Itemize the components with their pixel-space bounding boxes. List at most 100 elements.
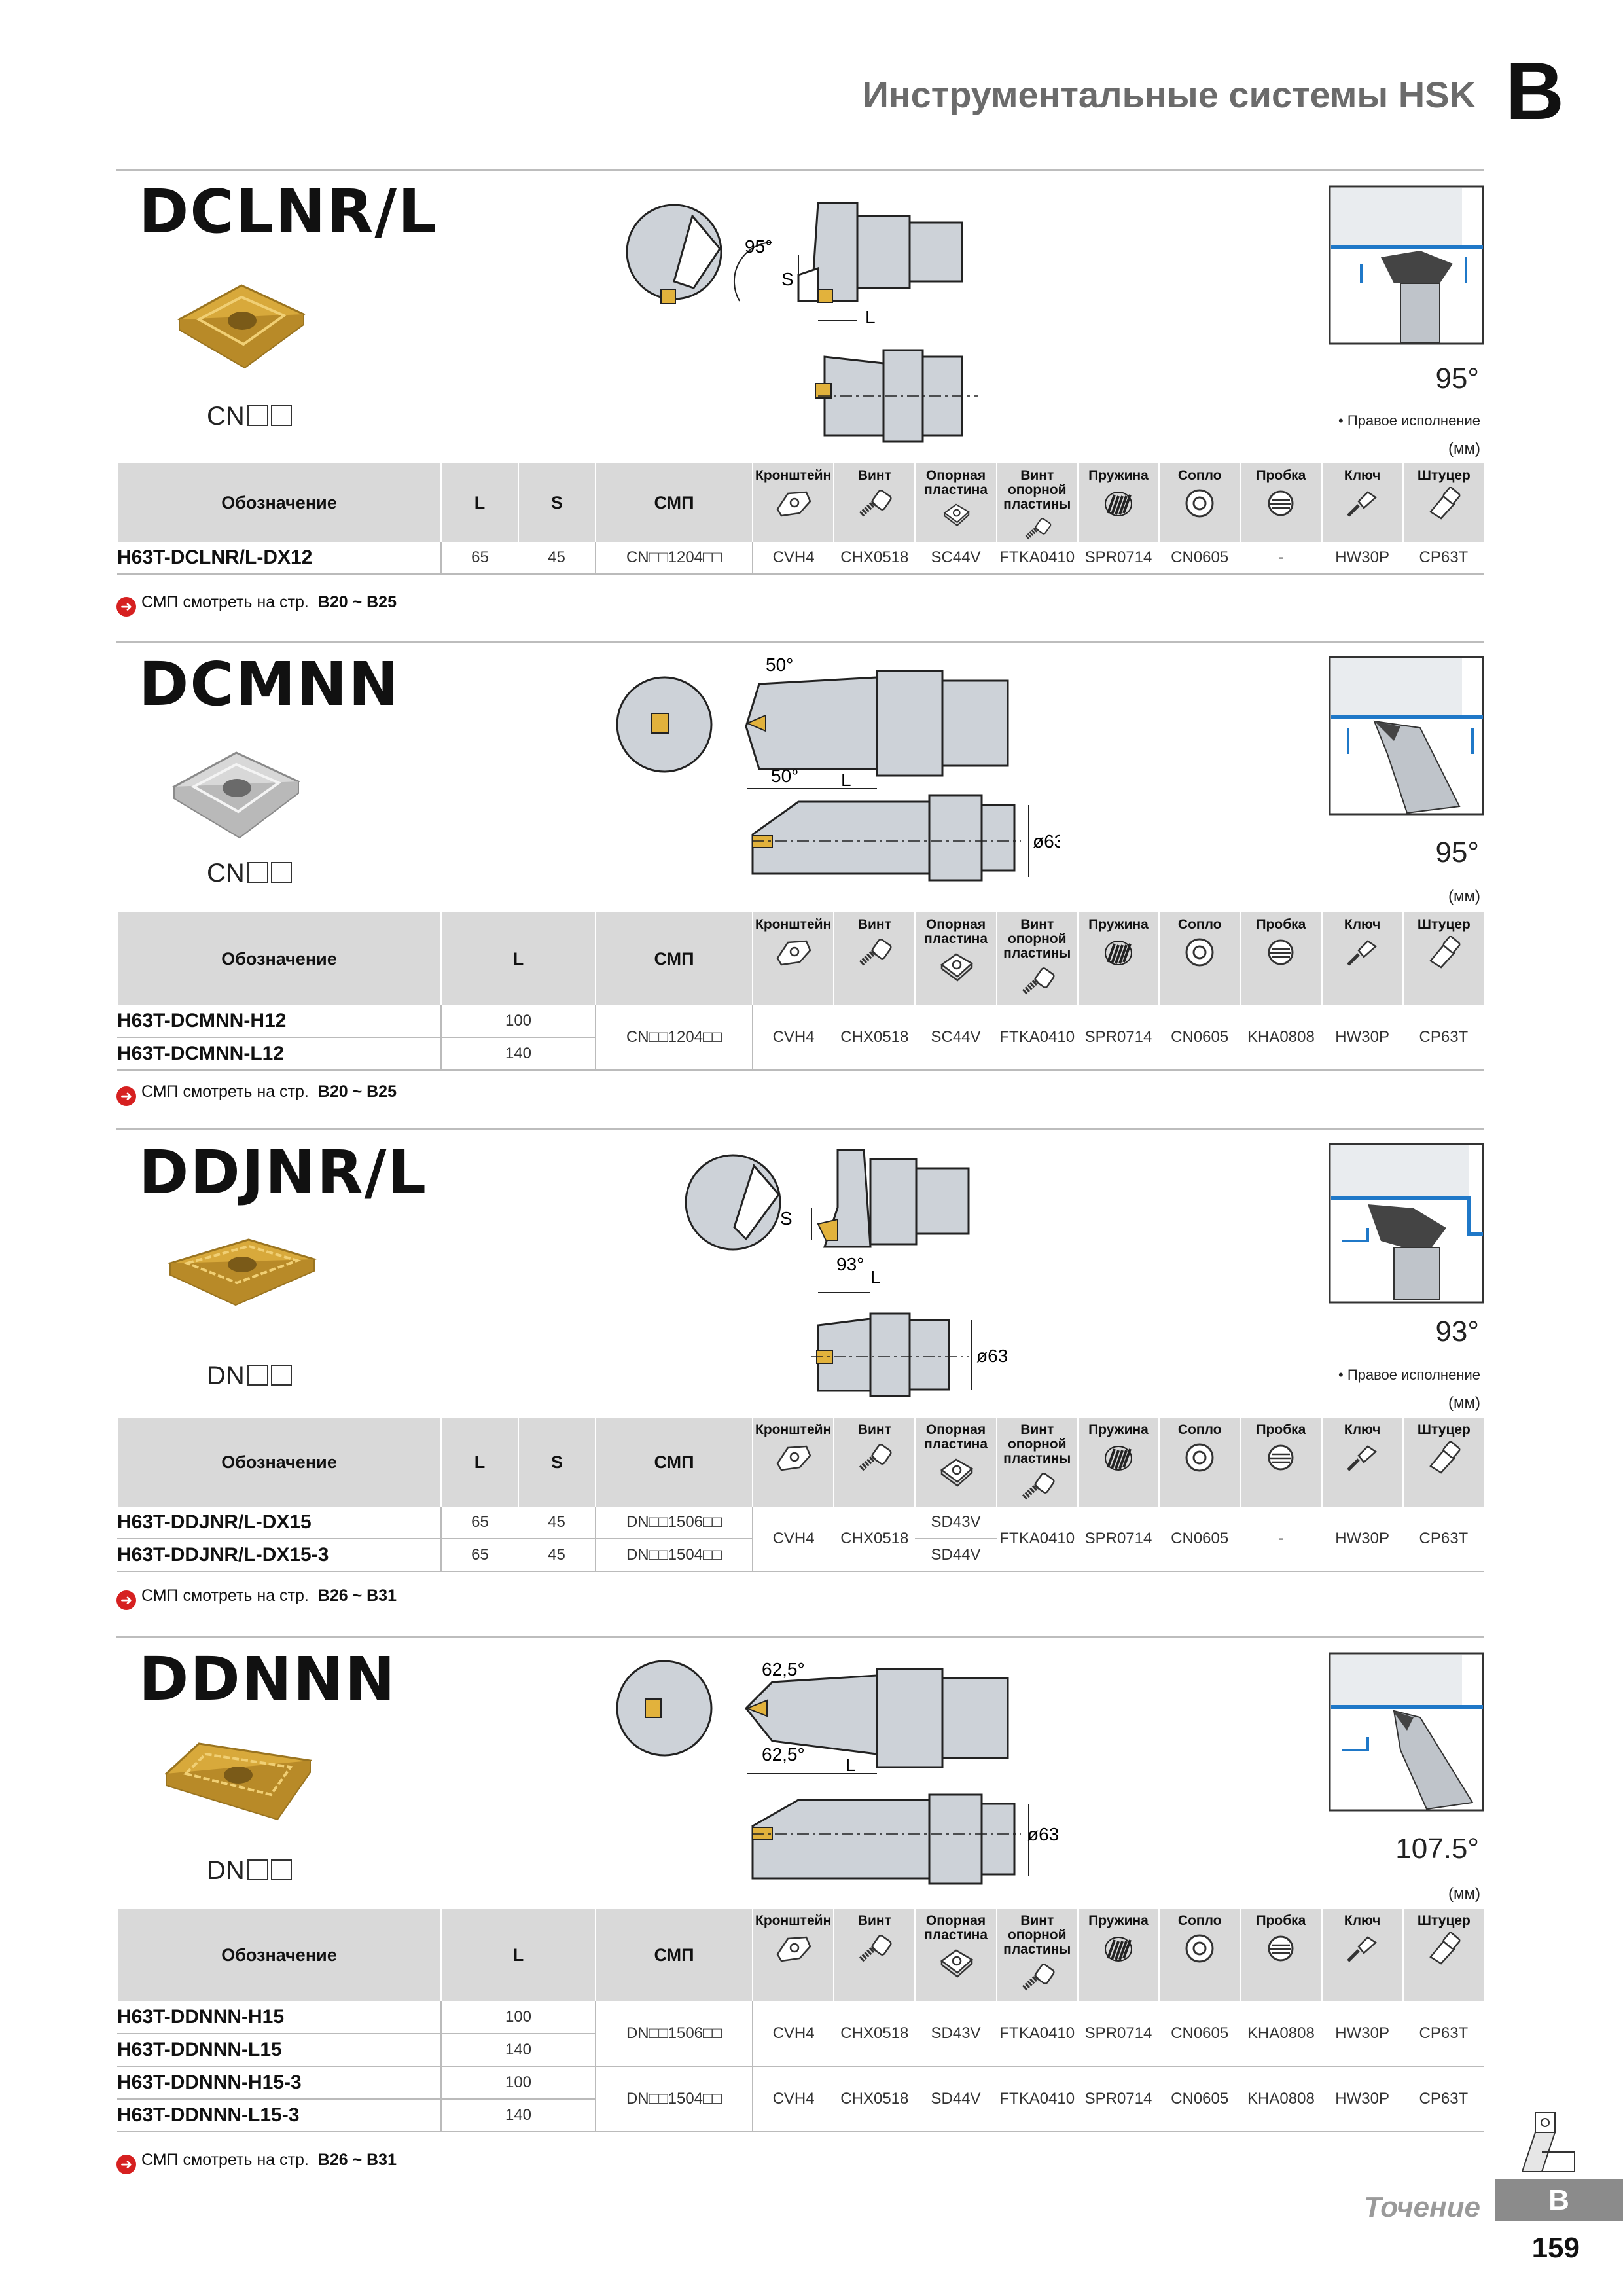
page-number: 159 [1531,2232,1580,2264]
dim-l: L [865,307,876,327]
shim-screw-icon [1018,1470,1057,1503]
col-fitting: Штуцер [1402,912,1484,1005]
page-header-title: Инструментальные системы HSK [862,74,1476,115]
product-code: DCLNR/L [139,177,438,247]
fitting-icon [1424,1932,1463,1965]
col-spring: Пружина [1077,1418,1160,1507]
insert-image [171,751,300,839]
col-plate-screw: Винт опорной пластины [995,1418,1078,1507]
shim-plate-icon [936,1456,976,1488]
col-spring: Пружина [1077,1909,1160,2001]
dim-l: L [846,1755,856,1775]
col-l: L [440,463,518,542]
col-screw: Винт [833,463,916,542]
screw-icon [855,1932,894,1965]
col-plate-screw: Винт опорной пластины [995,912,1078,1005]
dim-l: L [841,770,851,790]
key-icon [1343,1932,1382,1965]
approach-angle: 95° [1435,363,1479,395]
spec-table: Обозначение L S СМП Кронштейн Винт Опорн… [116,463,1484,575]
plug-icon [1261,1441,1300,1474]
insert-reference[interactable]: ➜СМП смотреть на стр. B26 ~ B31 [116,1587,397,1610]
unit-label: (мм) [1448,1885,1480,1903]
col-key: Ключ [1321,912,1403,1005]
col-smp: СМП [595,463,753,542]
key-icon [1343,1441,1382,1474]
insert-reference[interactable]: ➜СМП смотреть на стр. B20 ~ B25 [116,1083,397,1106]
key-icon [1343,936,1382,969]
insert-reference[interactable]: ➜СМП смотреть на стр. B20 ~ B25 [116,593,397,617]
right-version-note: • Правое исполнение [1338,1367,1480,1383]
spec-table: Обозначение L S СМП Кронштейн Винт Опорн… [116,1418,1484,1572]
insert-reference[interactable]: ➜СМП смотреть на стр. B26 ~ B31 [116,2151,397,2174]
machining-diagram [1329,656,1484,816]
spring-icon [1099,936,1138,969]
unit-label: (мм) [1448,440,1480,457]
diameter-label: ø63 [1033,831,1060,852]
arrow-right-icon: ➜ [116,1086,136,1106]
dim-angle: 95° [745,236,772,257]
col-l: L [440,912,596,1005]
arrow-right-icon: ➜ [116,2155,136,2174]
nozzle-icon [1180,1932,1219,1965]
col-nozzle: Сопло [1158,1909,1241,2001]
table-row: H63T-DCMNN-L12 140 [117,1037,1484,1071]
shim-screw-icon [1018,1961,1057,1994]
table-row: H63T-DCLNR/L-DX12 65 45 CN□□1204□□ CVH4 … [117,542,1484,575]
col-plate: Опорная пластина [914,912,997,1005]
col-plug: Пробка [1240,463,1322,542]
insert-image [164,1742,312,1821]
spec-table: Обозначение L СМП Кронштейн Винт Опорная… [116,1909,1484,2132]
table-row: H63T-DDNNN-H15-3 100 DN□□1504□□ CVH4 CHX… [117,2066,1484,2132]
col-designation: Обозначение [116,463,441,542]
spring-icon [1099,1932,1138,1965]
clamp-icon [774,1441,813,1474]
footer-section-name: Точение [1364,2191,1480,2223]
col-fitting: Штуцер [1402,1418,1484,1507]
footer-section-tab[interactable]: B [1495,2179,1623,2221]
dim-s: S [781,269,794,289]
insert-type-label: CN [207,859,292,888]
dim-angle-top: 50° [766,655,793,675]
tool-drawing: S 93° L ø63 [685,1149,1008,1397]
unit-label: (мм) [1448,1394,1480,1412]
approach-angle: 93° [1435,1316,1479,1348]
nozzle-icon [1180,936,1219,969]
clamp-icon [774,487,813,520]
approach-angle: 95° [1435,836,1479,869]
col-plug: Пробка [1240,1418,1322,1507]
shim-screw-icon [1018,965,1057,997]
dim-angle: 93° [836,1254,864,1274]
table-row: H63T-DDJNR/L-DX15 65 45 DN□□1506□□ CVH4 … [117,1507,1484,1572]
col-fitting: Штуцер [1402,463,1484,542]
col-plug: Пробка [1240,912,1322,1005]
tool-drawing: 50° 50° L ø63 [616,655,1060,882]
fitting-icon [1424,936,1463,969]
dim-l: L [870,1267,881,1287]
table-row: H63T-DDNNN-L15-3 140 [117,2099,1484,2132]
spring-icon [1099,487,1138,520]
approach-angle: 107.5° [1395,1833,1479,1865]
col-plate-screw: Винт опорной пластины [995,1909,1078,2001]
col-s: S [518,1418,596,1507]
nozzle-icon [1180,487,1219,520]
plug-icon [1261,487,1300,520]
section-divider [116,1636,1484,1638]
col-plate-screw: Винт опорной пластины [995,463,1078,542]
table-row: H63T-DDJNR/L-DX15-3 65 45 DN□□1504□□ SD4… [117,1539,1484,1572]
col-designation: Обозначение [116,912,441,1005]
col-key: Ключ [1321,1909,1403,2001]
diameter-label: ø63 [976,1346,1008,1366]
screw-icon [855,936,894,969]
col-key: Ключ [1321,463,1403,542]
machining-diagram [1329,185,1484,345]
plug-icon [1261,1932,1300,1965]
arrow-right-icon: ➜ [116,1590,136,1610]
product-code: DDNNN [139,1644,397,1714]
shim-plate-icon [936,950,976,983]
col-spring: Пружина [1077,463,1160,542]
dim-angle-bottom: 62,5° [762,1744,805,1765]
spring-icon [1099,1441,1138,1474]
diameter-label: ø63 [1027,1824,1059,1844]
col-clamp: Кронштейн [751,463,834,542]
